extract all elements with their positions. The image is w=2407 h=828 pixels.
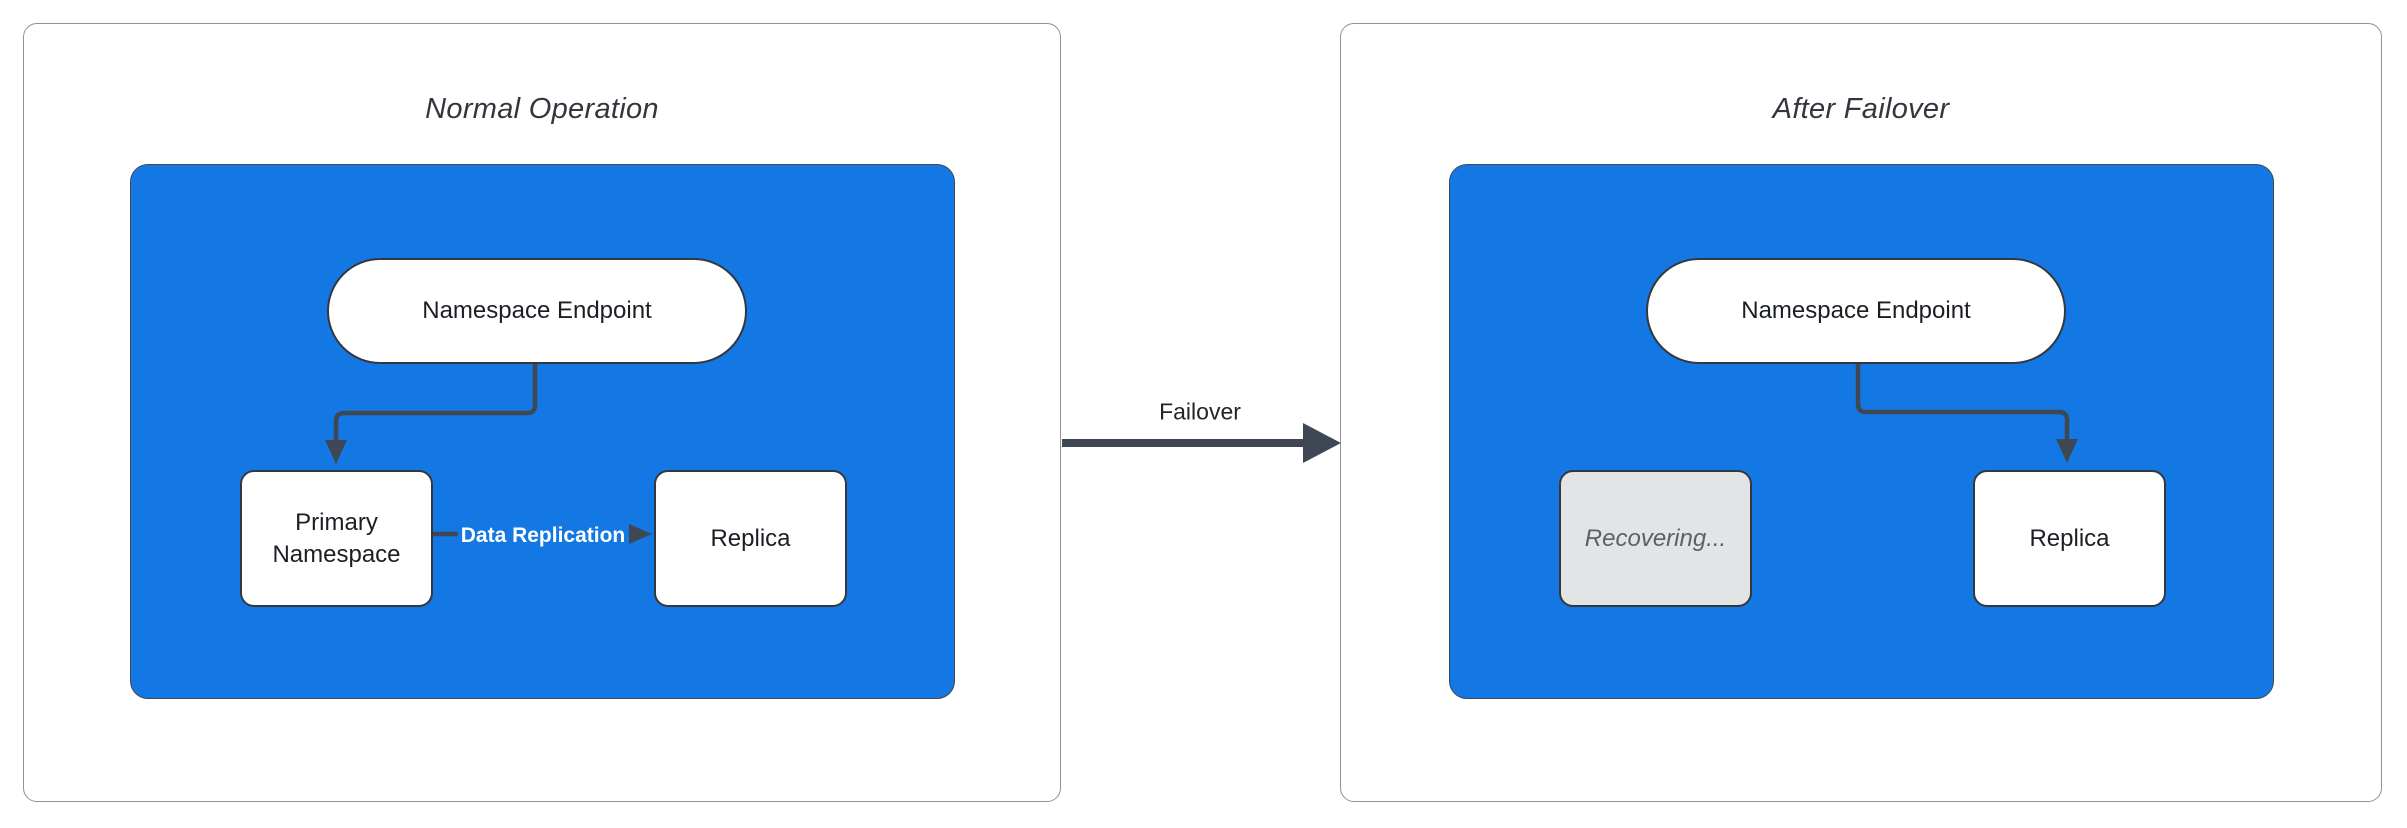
failover-label: Failover <box>1159 398 1241 425</box>
node-replica-normal: Replica <box>654 470 847 607</box>
node-namespace-endpoint: Namespace Endpoint <box>327 258 747 364</box>
panel-normal-operation: Normal Operation Namespace Endpoint Prim… <box>23 23 1061 802</box>
node-label: Namespace Endpoint <box>422 297 652 325</box>
node-recovering: Recovering... <box>1559 470 1752 607</box>
failover-arrow <box>1062 423 1341 463</box>
node-namespace-endpoint-failover: Namespace Endpoint <box>1646 258 2066 364</box>
failover-arrowhead-icon <box>1303 423 1341 463</box>
node-label: Replica <box>710 524 791 552</box>
node-label: Namespace Endpoint <box>1741 297 1971 325</box>
namespace-container-failover: Namespace Endpoint Recovering... Replica <box>1449 164 2274 699</box>
node-primary-namespace: Primary Namespace <box>240 470 433 607</box>
node-label: Primary Namespace <box>272 509 401 568</box>
panel-title-normal-operation: Normal Operation <box>425 93 659 125</box>
edge-label-data-replication: Data Replication <box>457 524 629 548</box>
panel-after-failover: After Failover Namespace Endpoint Recove… <box>1340 23 2382 802</box>
node-label: Recovering... <box>1584 524 1727 552</box>
node-label: Replica <box>2029 524 2110 552</box>
namespace-container-normal: Namespace Endpoint Primary Namespace Rep… <box>130 164 955 699</box>
panel-title-after-failover: After Failover <box>1772 93 1950 125</box>
node-replica-failover: Replica <box>1973 470 2166 607</box>
